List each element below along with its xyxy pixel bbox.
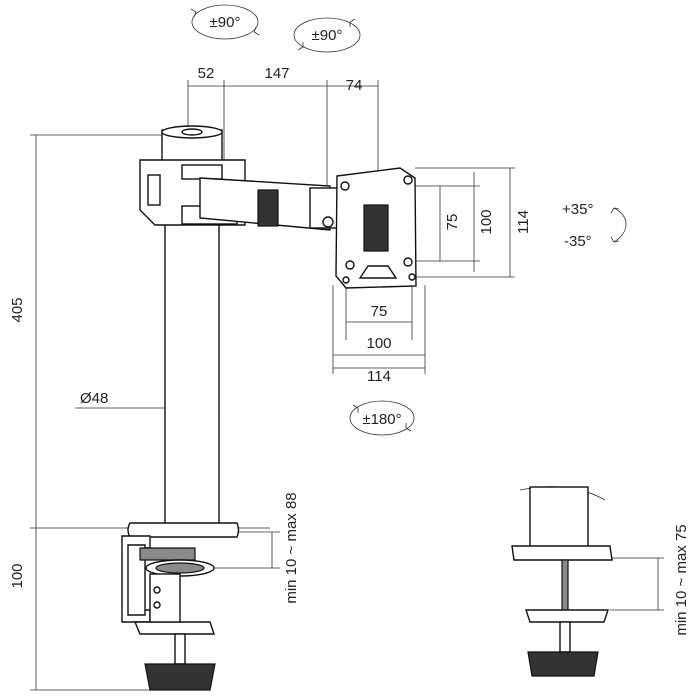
monitor-arm bbox=[199, 177, 339, 231]
pole-diameter-label: Ø48 bbox=[80, 390, 108, 407]
desk-clamp bbox=[121, 535, 216, 691]
arm-dimensions: 52 147 74 bbox=[187, 65, 379, 190]
clamp-range-label: min 10 ~ max 88 bbox=[283, 492, 300, 603]
arm-segment-1-label: 52 bbox=[198, 65, 215, 82]
tilt-indicator: +35° -35° bbox=[562, 201, 627, 250]
rotation-label: ±90° bbox=[210, 14, 241, 31]
grommet-mount-detail bbox=[511, 486, 613, 677]
rotation-badge-bottom: ±180° bbox=[349, 400, 415, 436]
grommet-range-label: min 10 ~ max 75 bbox=[673, 524, 690, 635]
clamp-height-dimension: 100 bbox=[9, 528, 150, 691]
grommet-range-dimension: min 10 ~ max 75 bbox=[610, 524, 690, 636]
vesa-horizontal-dimensions: 75 100 114 bbox=[332, 285, 426, 385]
clamp-height-label: 100 bbox=[9, 563, 26, 588]
vesa-small-v-label: 75 bbox=[444, 214, 461, 231]
vesa-medium-h-label: 100 bbox=[366, 335, 391, 352]
pole-height-label: 405 bbox=[9, 297, 26, 322]
rotation-label: ±90° bbox=[312, 27, 343, 44]
rotation-badge-swivel-top-right: ±90° bbox=[293, 17, 361, 53]
tilt-down-label: -35° bbox=[564, 233, 592, 250]
vesa-small-h-label: 75 bbox=[371, 303, 388, 320]
arm-segment-2-label: 147 bbox=[264, 65, 289, 82]
rotation-badge-tilt-top-left: ±90° bbox=[190, 4, 260, 40]
vesa-large-v-label: 114 bbox=[515, 210, 532, 234]
pole bbox=[164, 219, 220, 526]
arm-segment-3-label: 74 bbox=[346, 77, 363, 94]
tilt-up-label: +35° bbox=[562, 201, 593, 218]
vesa-medium-v-label: 100 bbox=[478, 209, 495, 234]
base-plate bbox=[127, 522, 240, 538]
vesa-large-h-label: 114 bbox=[367, 368, 391, 385]
vesa-vertical-dimensions: 75 100 114 bbox=[415, 167, 532, 278]
rotation-label: ±180° bbox=[362, 411, 401, 428]
vesa-plate bbox=[335, 167, 417, 289]
